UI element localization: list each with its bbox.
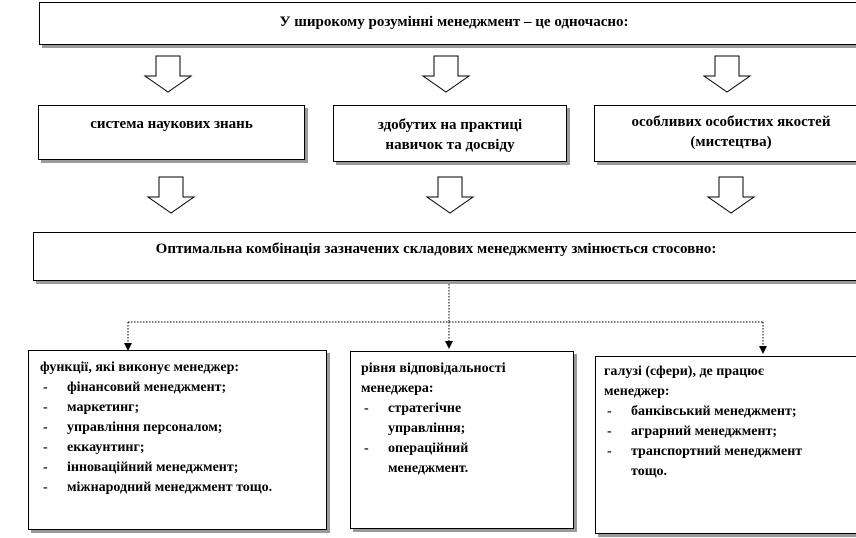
arrow-from-knowledge	[147, 176, 195, 214]
title-box: У широкому розумінні менеджмент – це одн…	[39, 2, 856, 45]
component-knowledge-text: система наукових знань	[90, 116, 253, 132]
list-item: міжнародний менеджмент тощо.	[40, 478, 318, 498]
detail-box-functions: функції, які виконує менеджер: фінансови…	[28, 350, 327, 530]
component-qualities-line1: особливих особистих якостей	[631, 114, 831, 130]
list-item: маркетинг;	[40, 398, 318, 418]
component-qualities-line2: (мистецтва)	[690, 134, 772, 150]
list-item: транспортний менеджмент тощо.	[604, 442, 849, 482]
arrow-to-knowledge	[144, 55, 192, 93]
component-box-skills: здобутих на практиці навичок та досвіду	[333, 105, 567, 162]
functions-list: фінансовий менеджмент; маркетинг; управл…	[40, 378, 318, 498]
list-item: операційний менеджмент.	[361, 439, 543, 479]
title-text: У широкому розумінні менеджмент – це одн…	[279, 14, 629, 30]
list-item: банківський менеджмент;	[604, 402, 849, 422]
responsibility-list: стратегічне управління; операційний мене…	[361, 399, 543, 479]
industry-heading: галузі (сфери), де працює менеджер:	[604, 364, 764, 399]
combination-box: Оптимальна комбінація зазначених складов…	[33, 232, 856, 281]
functions-heading: функції, які виконує менеджер:	[40, 360, 240, 375]
detail-box-responsibility: рівня відповідальності менеджера: страте…	[350, 351, 574, 529]
list-item: фінансовий менеджмент;	[40, 378, 318, 398]
detail-box-industry: галузі (сфери), де працює менеджер: банк…	[595, 356, 856, 534]
industry-list: банківський менеджмент; аграрний менеджм…	[604, 402, 849, 482]
arrow-from-qualities	[707, 176, 755, 214]
component-box-qualities: особливих особистих якостей (мистецтва)	[594, 105, 856, 162]
list-item: аграрний менеджмент;	[604, 422, 849, 442]
component-skills-line1: здобутих на практиці	[377, 117, 523, 133]
arrow-to-skills	[422, 55, 470, 93]
component-skills-line2: навичок та досвіду	[385, 137, 515, 153]
list-item: еккаунтинг;	[40, 438, 318, 458]
combination-text: Оптимальна комбінація зазначених складов…	[155, 241, 717, 257]
branch-arrowheads	[124, 341, 767, 354]
list-item: управління персоналом;	[40, 418, 318, 438]
dotted-branch-lines	[127, 281, 764, 347]
responsibility-heading: рівня відповідальності менеджера:	[361, 361, 506, 396]
arrow-from-skills	[426, 176, 474, 214]
arrow-to-qualities	[703, 55, 751, 93]
component-box-knowledge: система наукових знань	[38, 105, 305, 160]
list-item: інноваційний менеджмент;	[40, 458, 318, 478]
list-item: стратегічне управління;	[361, 399, 543, 439]
